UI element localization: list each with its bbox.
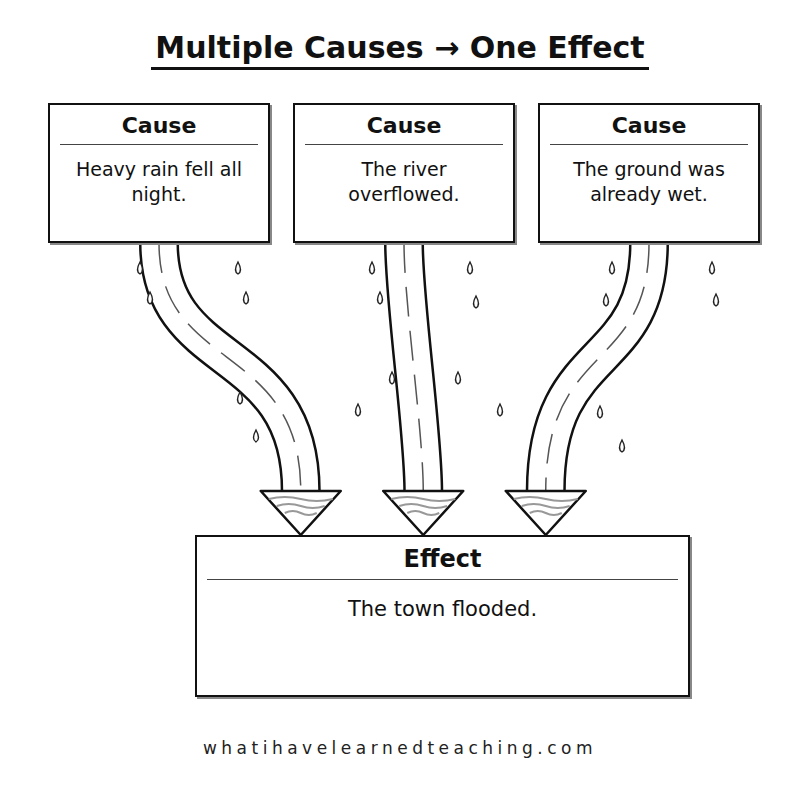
cause-box: CauseThe ground was already wet.: [538, 103, 760, 243]
arrow-head: [383, 491, 463, 535]
box-text: The river overflowed.: [295, 145, 513, 216]
arrow-outline: [159, 243, 301, 491]
arrow-fill: [404, 243, 423, 491]
flow-arrow: [506, 243, 649, 535]
water-wave: [269, 497, 333, 501]
box-heading: Cause: [305, 105, 503, 145]
box-text: Heavy rain fell all night.: [50, 145, 268, 216]
cause-box: CauseThe river overflowed.: [293, 103, 515, 243]
box-heading: Cause: [550, 105, 748, 145]
water-stream: [159, 243, 301, 491]
water-wave: [522, 504, 570, 508]
water-wave: [407, 511, 439, 515]
water-wave: [399, 504, 447, 508]
water-wave: [391, 497, 455, 501]
water-stream: [404, 243, 423, 491]
arrow-outline: [404, 243, 423, 491]
water-wave: [530, 511, 562, 515]
flow-arrow: [383, 243, 463, 535]
arrow-head: [261, 491, 341, 535]
water-stream: [546, 243, 649, 491]
box-heading: Effect: [207, 537, 678, 580]
flow-arrow: [159, 243, 341, 535]
arrow-fill: [159, 243, 301, 491]
arrow-head: [506, 491, 586, 535]
box-text: The ground was already wet.: [540, 145, 758, 216]
water-wave: [285, 511, 317, 515]
box-heading: Cause: [60, 105, 258, 145]
title-wrap: Multiple Causes → One Effect: [0, 30, 800, 65]
water-wave: [277, 504, 325, 508]
effect-box: EffectThe town flooded.: [195, 535, 690, 697]
watermark: whatihavelearnedteaching.com: [0, 738, 800, 758]
arrow-outline: [546, 243, 649, 491]
box-text: The town flooded.: [197, 580, 688, 633]
cause-box: CauseHeavy rain fell all night.: [48, 103, 270, 243]
water-wave: [514, 497, 578, 501]
diagram-title: Multiple Causes → One Effect: [151, 30, 648, 70]
arrow-fill: [546, 243, 649, 491]
